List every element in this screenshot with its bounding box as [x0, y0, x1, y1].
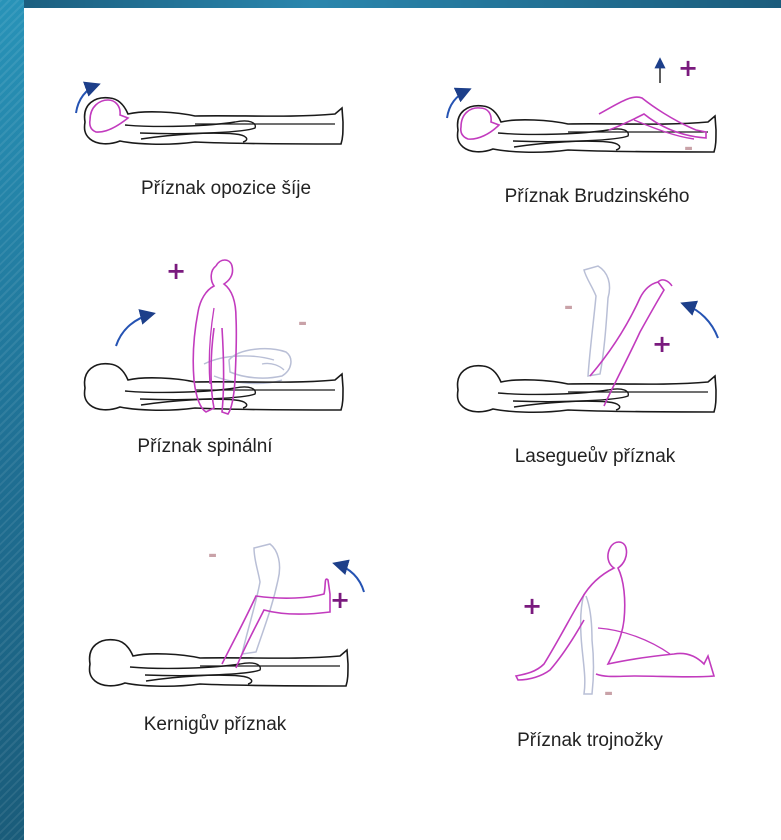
figure-brudzinski: + - [447, 54, 716, 161]
minus-sign: - [208, 543, 217, 568]
caption-tripod: Příznak trojnožky [517, 730, 663, 752]
figure-kernig: + - [90, 543, 364, 686]
caption-brudzinski: Příznak Brudzinského [505, 186, 690, 208]
minus-sign: - [684, 136, 693, 161]
minus-sign: - [298, 311, 307, 336]
caption-spinal: Příznak spinální [137, 436, 272, 458]
plus-sign: + [652, 330, 672, 358]
caption-lasegue: Lasegueův příznak [515, 446, 676, 468]
plus-sign: + [522, 592, 542, 620]
slide-frame-top [0, 0, 781, 8]
plus-sign: + [678, 54, 698, 82]
meningeal-signs-illustration: + - + - + - + - + - [24, 8, 781, 840]
figure-tripod: + - [516, 542, 714, 706]
plus-sign: + [166, 257, 186, 285]
figure-lasegue: + - [458, 266, 718, 412]
figure-neck-stiffness [76, 85, 343, 144]
slide-frame-left [0, 0, 24, 840]
plus-sign: + [330, 586, 350, 614]
minus-sign: - [564, 295, 573, 320]
figure-spinal: + - [85, 257, 343, 414]
minus-sign: - [604, 681, 613, 706]
diagram-panel: + - + - + - + - + - [24, 8, 781, 840]
caption-neck-stiffness: Příznak opozice šíje [141, 178, 311, 200]
caption-kernig: Kernigův příznak [144, 714, 287, 736]
